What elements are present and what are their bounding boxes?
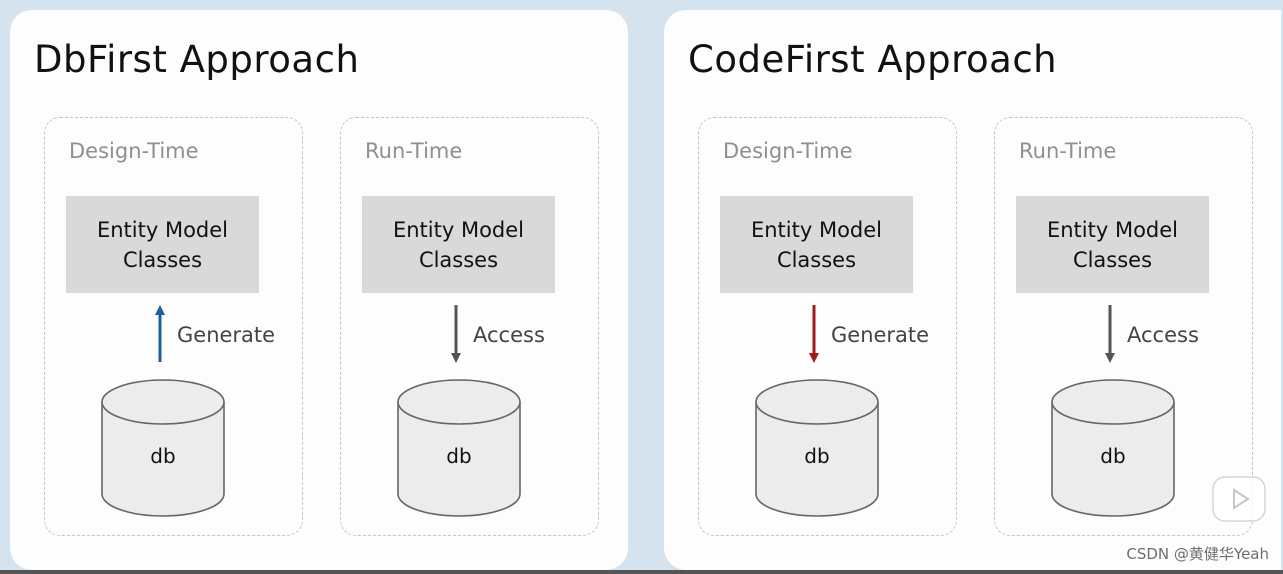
- model-line1: Entity Model: [750, 217, 883, 242]
- entity-model-box: Entity Model Classes: [1016, 196, 1209, 293]
- arrow-label: Access: [1127, 323, 1199, 347]
- arrow-down-icon: [809, 305, 819, 363]
- design-time-phase: Design-Time Entity Model Classes Generat…: [44, 117, 303, 536]
- dbfirst-panel: DbFirst Approach Design-Time Entity Mode…: [10, 10, 628, 570]
- generate-arrow: Generate: [145, 305, 295, 365]
- database-icon: [755, 379, 879, 517]
- database-icon: [397, 379, 521, 517]
- model-line1: Entity Model: [392, 217, 525, 242]
- model-line1: Entity Model: [1046, 217, 1179, 242]
- arrow-down-icon: [451, 305, 461, 363]
- arrow-up-icon: [155, 305, 165, 362]
- arrow-down-icon: [1105, 305, 1115, 363]
- run-time-phase: Run-Time Entity Model Classes Access db: [340, 117, 599, 536]
- arrow-label: Access: [473, 323, 545, 347]
- database-icon: [101, 379, 225, 517]
- model-line2: Classes: [122, 247, 203, 272]
- db-label: db: [1100, 444, 1126, 468]
- watermark: CSDN @黄健华Yeah: [1126, 545, 1269, 563]
- design-time-phase: Design-Time Entity Model Classes Generat…: [698, 117, 957, 536]
- model-line2: Classes: [418, 247, 499, 272]
- model-line2: Classes: [776, 247, 857, 272]
- phase-label: Design-Time: [723, 139, 853, 163]
- model-line1: Entity Model: [96, 217, 229, 242]
- phase-label: Run-Time: [365, 139, 463, 163]
- codefirst-panel: CodeFirst Approach Design-Time Entity Mo…: [664, 10, 1281, 570]
- phase-label: Run-Time: [1019, 139, 1117, 163]
- entity-model-box: Entity Model Classes: [720, 196, 913, 293]
- run-time-phase: Run-Time Entity Model Classes Access db: [994, 117, 1253, 536]
- generate-arrow: Generate: [799, 305, 949, 365]
- database-cylinder: db: [754, 376, 880, 520]
- arrow-label: Generate: [831, 323, 930, 347]
- db-label: db: [804, 444, 830, 468]
- access-arrow: Access: [441, 305, 591, 365]
- bottom-strip: [0, 570, 1283, 574]
- phase-label: Design-Time: [69, 139, 199, 163]
- db-label: db: [150, 444, 176, 468]
- database-cylinder: db: [396, 376, 522, 520]
- database-cylinder: db: [1050, 376, 1176, 520]
- model-line2: Classes: [1072, 247, 1153, 272]
- db-label: db: [446, 444, 472, 468]
- panel-title: CodeFirst Approach: [688, 38, 1058, 81]
- entity-model-box: Entity Model Classes: [362, 196, 555, 293]
- video-play-icon[interactable]: [1212, 476, 1266, 522]
- access-arrow: Access: [1095, 305, 1245, 365]
- entity-model-box: Entity Model Classes: [66, 196, 259, 293]
- panel-title: DbFirst Approach: [34, 38, 360, 81]
- database-icon: [1051, 379, 1175, 517]
- arrow-label: Generate: [177, 323, 276, 347]
- database-cylinder: db: [100, 376, 226, 520]
